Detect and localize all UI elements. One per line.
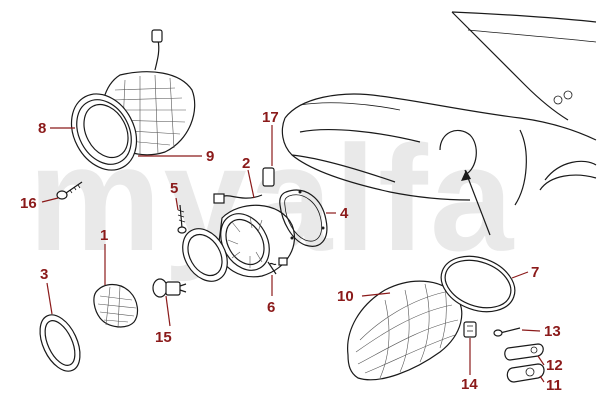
- callout-15: 15: [155, 329, 172, 346]
- callout-2: 2: [242, 155, 250, 172]
- callout-7: 7: [531, 264, 539, 281]
- headlamp-bowl: [182, 204, 296, 282]
- spring-clip: [267, 257, 288, 275]
- wire-harness: [213, 167, 275, 204]
- bulb-part: [152, 278, 187, 298]
- callout-17: 17: [262, 109, 279, 126]
- bowl-gasket: [279, 189, 328, 247]
- callout-13: 13: [544, 323, 561, 340]
- callout-8: 8: [38, 120, 46, 137]
- callout-1: 1: [100, 227, 108, 244]
- adjuster-screw-part: [177, 204, 187, 234]
- callout-9: 9: [206, 148, 214, 165]
- callout-4: 4: [340, 205, 349, 222]
- callout-labels: 8 9 16 1 3 5 2 17 4 6 15 10 7 13 12 11 1…: [20, 109, 563, 394]
- car-front-outline: [281, 11, 597, 236]
- callout-5: 5: [170, 180, 178, 197]
- callout-14: 14: [461, 376, 478, 393]
- leader-lines: [41, 125, 545, 383]
- callout-3: 3: [40, 266, 48, 283]
- callout-11: 11: [546, 377, 562, 394]
- callout-12: 12: [546, 357, 563, 374]
- rim-and-gasket: [70, 93, 138, 171]
- callout-16: 16: [20, 195, 37, 212]
- lens-fixing-hardware: [463, 321, 545, 383]
- screw-part: [56, 181, 83, 200]
- callout-10: 10: [337, 288, 354, 305]
- lens-ring: [39, 314, 81, 372]
- lens-seal-ring: [440, 255, 516, 313]
- callout-6: 6: [267, 299, 275, 316]
- small-lens-part: [93, 283, 139, 329]
- side-lamp-lens: [347, 280, 463, 381]
